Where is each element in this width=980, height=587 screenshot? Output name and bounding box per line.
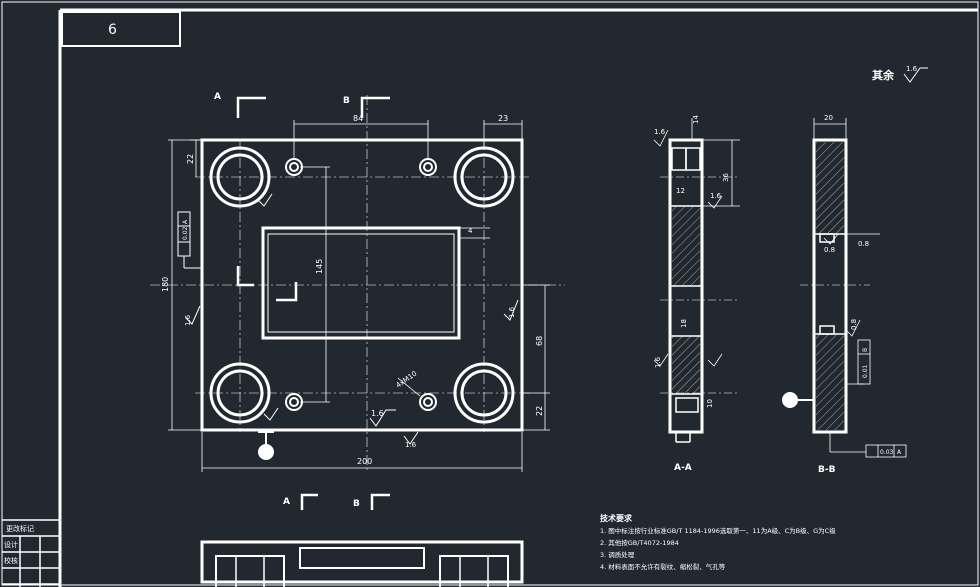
section-mark-b-bottom: B bbox=[353, 499, 360, 509]
title-block bbox=[2, 519, 60, 587]
aa-dim-14: 14 bbox=[692, 115, 700, 124]
section-aa-title: A-A bbox=[674, 463, 692, 473]
title-block-row-1: 更改标记 bbox=[6, 524, 34, 533]
center-pocket bbox=[261, 226, 461, 340]
notes-item-3: 3. 调质处理 bbox=[600, 550, 635, 559]
dim-180: 180 bbox=[161, 277, 170, 292]
section-mark-a-top: A bbox=[214, 92, 221, 102]
bb-finish-08b: 0.8 bbox=[824, 246, 835, 254]
hole-callout: 4xM10 bbox=[395, 370, 419, 390]
bb-dim-20: 20 bbox=[824, 114, 833, 122]
section-bb-title: B-B bbox=[818, 465, 836, 475]
dim-4: 4 bbox=[468, 227, 473, 235]
section-mark-a-bottom: A bbox=[283, 497, 290, 507]
bb-tol-bottom-value: 0.03 bbox=[880, 449, 894, 456]
finish-rest-value: 1.6 bbox=[906, 65, 918, 73]
dim-23: 23 bbox=[498, 114, 508, 123]
dim-68: 68 bbox=[535, 336, 544, 346]
title-block-row-3: 校核 bbox=[4, 556, 18, 565]
finish-left-value: 1.6 bbox=[184, 314, 192, 326]
finish-bottom-value: 1.6 bbox=[371, 409, 384, 418]
dim-145: 145 bbox=[315, 259, 324, 274]
aa-finish-top: 1.6 bbox=[654, 128, 666, 136]
bb-finish-08c: 0.8 bbox=[850, 319, 858, 330]
tol-frame-value: 0.02 bbox=[182, 226, 189, 240]
notes-item-4: 4. 材料表面不允许有裂纹、缩松裂、气孔等 bbox=[600, 562, 726, 571]
notes-heading: 技术要求 bbox=[600, 513, 633, 523]
aa-dim-18: 18 bbox=[680, 319, 688, 328]
sheet-number: 6 bbox=[108, 22, 117, 38]
finish-rest-label: 其余 bbox=[872, 68, 895, 82]
finish-right-value: 1.6 bbox=[508, 306, 516, 318]
front-finish-symbols bbox=[185, 193, 519, 445]
section-aa-view bbox=[653, 118, 740, 443]
aa-finish-mid: 1.6 bbox=[710, 192, 722, 200]
aa-dim-36: 36 bbox=[722, 173, 730, 182]
notes-item-2: 2. 其他按GB/T4072-1984 bbox=[600, 538, 679, 547]
title-block-row-2: 设计 bbox=[4, 540, 18, 549]
bb-tol-bottom-datum: A bbox=[897, 449, 902, 456]
small-holes bbox=[285, 158, 437, 411]
bb-tol-par-datum: B bbox=[862, 348, 869, 352]
finish-rest-symbol bbox=[903, 67, 928, 83]
front-view bbox=[150, 95, 565, 472]
bb-tol-par-value: 0.01 bbox=[862, 364, 869, 378]
section-markers bbox=[236, 96, 390, 510]
notes-item-1: 1. 图中标注按行业标准GB/T 1184-1996选取第一、11为A级、C为B… bbox=[600, 526, 836, 535]
aa-dim-10: 10 bbox=[706, 399, 714, 408]
dim-200: 200 bbox=[357, 457, 372, 466]
section-bb-view bbox=[782, 118, 907, 458]
dim-22-top: 22 bbox=[186, 154, 195, 164]
dim-22-bottom: 22 bbox=[535, 406, 544, 416]
aa-finish-low: 1.6 bbox=[654, 356, 662, 368]
datum-symbol-bottom bbox=[258, 431, 274, 460]
section-mark-b-top: B bbox=[343, 96, 350, 106]
aa-dim-12: 12 bbox=[676, 187, 685, 195]
front-tolerance-frame bbox=[177, 211, 202, 269]
finish-bottom2-value: 1.6 bbox=[405, 441, 417, 449]
bb-finish-08a: 0.8 bbox=[858, 240, 869, 248]
tol-frame-datum: A bbox=[182, 219, 189, 224]
front-dimension-lines bbox=[168, 120, 550, 472]
bottom-view bbox=[200, 540, 524, 587]
dim-84: 84 bbox=[353, 114, 363, 123]
